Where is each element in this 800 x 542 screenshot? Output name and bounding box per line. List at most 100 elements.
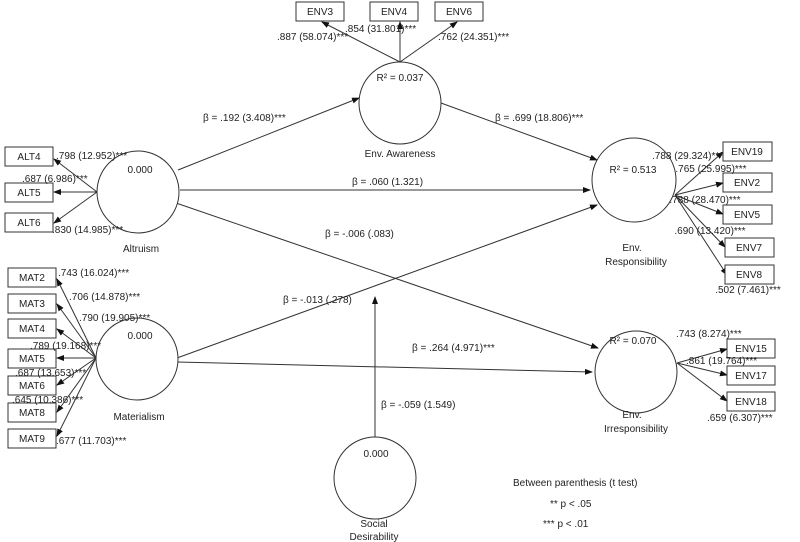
construct-materialism: 0.000 Materialism <box>95 317 179 423</box>
coef-materialism-irresponsibility: β = .264 (4.971)*** <box>412 343 495 354</box>
r-squared: R² = 0.513 <box>610 165 657 176</box>
svg-text:ENV7: ENV7 <box>736 243 763 254</box>
indicator-mat8: MAT8 <box>7 402 57 423</box>
loading-alt4: .798 (12.952)*** <box>56 151 127 162</box>
svg-text:ALT4: ALT4 <box>17 152 41 163</box>
coef-materialism-responsibility: β = -.013 (.278) <box>283 295 352 306</box>
path-materialism-responsibility <box>176 204 598 359</box>
svg-text:ENV18: ENV18 <box>735 397 767 408</box>
indicator-alt4: ALT4 <box>4 146 54 167</box>
svg-text:MAT3: MAT3 <box>19 299 45 310</box>
legend-p05: ** p < .05 <box>550 499 592 510</box>
loading-mat9: .677 (11.703)*** <box>56 436 127 447</box>
loading-env6: .762 (24.351)*** <box>438 32 509 43</box>
indicator-mat6: MAT6 <box>7 375 57 396</box>
loading-alt6: .830 (14.985)*** <box>52 225 123 236</box>
path-materialism-irresponsibility <box>176 361 593 375</box>
coef-awareness-responsibility: β = .699 (18.806)*** <box>495 113 583 124</box>
loading-env3: .887 (58.074)*** <box>277 32 348 43</box>
svg-text:ENV5: ENV5 <box>734 210 761 221</box>
construct-label: Irresponsibility <box>604 424 668 435</box>
coef-social-responsibility: β = -.059 (1.549) <box>381 400 455 411</box>
indicator-alt5: ALT5 <box>4 182 54 203</box>
coef-altruism-responsibility: β = .060 (1.321) <box>352 177 423 188</box>
svg-text:ENV2: ENV2 <box>734 178 761 189</box>
indicator-env17: ENV17 <box>726 365 776 386</box>
construct-label: Desirability <box>350 532 399 542</box>
indicator-mat3: MAT3 <box>7 293 57 314</box>
legend-p01: *** p < .01 <box>543 519 589 530</box>
construct-altruism: 0.000 Altruism <box>96 150 180 255</box>
svg-text:ENV3: ENV3 <box>307 7 334 18</box>
indicator-env18: ENV18 <box>726 391 776 412</box>
svg-text:MAT2: MAT2 <box>19 273 45 284</box>
indicator-alt6: ALT6 <box>4 212 54 233</box>
structural-paths <box>175 97 599 438</box>
svg-text:ENV19: ENV19 <box>731 147 763 158</box>
loading-alt5: .687 (6.986)*** <box>22 174 88 185</box>
r-squared: 0.000 <box>127 165 152 176</box>
loading-mat3: .706 (14.878)*** <box>69 292 140 303</box>
loading-env4: .854 (31.801)*** <box>345 24 416 35</box>
construct-label: Social <box>360 519 387 530</box>
construct-label: Env. Awareness <box>365 149 436 160</box>
svg-text:MAT6: MAT6 <box>19 381 45 392</box>
loading-env17: .861 (19.764)*** <box>686 356 757 367</box>
indicator-env2: ENV2 <box>722 172 773 193</box>
loading-env18: .659 (6.307)*** <box>707 413 773 424</box>
indicator-env3: ENV3 <box>295 1 345 22</box>
construct-social-desirability: 0.000 Social Desirability <box>333 436 417 542</box>
indicator-mat4: MAT4 <box>7 318 57 339</box>
construct-label: Materialism <box>113 412 164 423</box>
construct-label: Responsibility <box>605 257 667 268</box>
loading-env5: .788 (28.470)*** <box>669 195 740 206</box>
path-awareness-responsibility <box>440 102 598 161</box>
loading-mat4: .790 (19.905)*** <box>79 313 150 324</box>
svg-text:ENV15: ENV15 <box>735 344 767 355</box>
legend-note: Between parenthesis (t test) <box>513 478 638 489</box>
construct-label: Env. <box>622 243 641 254</box>
indicator-env15: ENV15 <box>726 338 776 359</box>
r-squared: 0.000 <box>363 449 388 460</box>
path-coefficients: β = .192 (3.408)*** β = .699 (18.806)***… <box>203 113 583 411</box>
loading-mat2: .743 (16.024)*** <box>58 268 129 279</box>
construct-env-responsibility: R² = 0.513 Env. Responsibility <box>591 137 677 268</box>
indicator-mat9: MAT9 <box>7 428 57 449</box>
construct-label: Env. <box>622 410 641 421</box>
svg-text:MAT4: MAT4 <box>19 324 45 335</box>
loading-env7: .690 (13.420)*** <box>674 226 745 237</box>
svg-text:ENV6: ENV6 <box>446 7 473 18</box>
loading-mat6: .687 (13.653)*** <box>15 368 86 379</box>
indicator-env7: ENV7 <box>724 237 775 258</box>
path-altruism-awareness <box>177 97 360 171</box>
construct-env-irresponsibility: R² = 0.070 Env. Irresponsibility <box>594 330 678 435</box>
loading-env2: .765 (25.995)*** <box>675 164 746 175</box>
loading-env8: .502 (7.461)*** <box>715 285 781 296</box>
loading-mat8: .645 (10.386)*** <box>12 395 83 406</box>
r-squared: 0.000 <box>127 331 152 342</box>
svg-text:ALT6: ALT6 <box>17 218 41 229</box>
svg-text:ALT5: ALT5 <box>17 188 41 199</box>
indicator-env4: ENV4 <box>369 1 419 22</box>
indicator-env6: ENV6 <box>434 1 484 22</box>
coef-altruism-awareness: β = .192 (3.408)*** <box>203 113 286 124</box>
indicator-env5: ENV5 <box>722 204 773 225</box>
svg-text:MAT8: MAT8 <box>19 408 45 419</box>
indicator-mat5: MAT5 <box>7 348 57 369</box>
svg-text:MAT9: MAT9 <box>19 434 45 445</box>
construct-env-awareness: R² = 0.037 Env. Awareness <box>358 61 442 160</box>
coef-altruism-irresponsibility: β = -.006 (.083) <box>325 229 394 240</box>
loading-labels: .887 (58.074)*** .854 (31.801)*** .762 (… <box>12 24 781 447</box>
significance-legend: Between parenthesis (t test) ** p < .05 … <box>513 478 638 530</box>
svg-text:MAT5: MAT5 <box>19 354 45 365</box>
loading-env15: .743 (8.274)*** <box>676 329 742 340</box>
loading-env19: .788 (29.324)*** <box>652 151 723 162</box>
indicators: ENV3 ENV4 ENV6 ALT4 ALT5 ALT6 MAT2 MAT3 … <box>4 1 776 449</box>
r-squared: R² = 0.037 <box>377 73 424 84</box>
svg-text:ENV8: ENV8 <box>736 270 763 281</box>
measurement-paths <box>53 21 728 437</box>
indicator-env8: ENV8 <box>724 264 775 285</box>
construct-label: Altruism <box>123 244 159 255</box>
r-squared: R² = 0.070 <box>610 336 657 347</box>
